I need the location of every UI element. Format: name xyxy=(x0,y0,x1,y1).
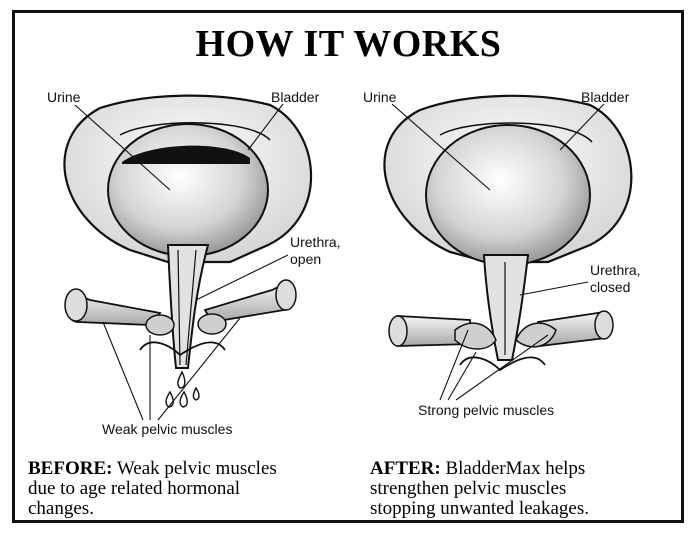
before-pelvic-muscle-right xyxy=(198,314,226,334)
after-label-urethra-line1: Urethra, xyxy=(590,262,641,279)
before-caption-line1: Weak pelvic muscles xyxy=(112,458,276,479)
after-label-urethra-line2: closed xyxy=(590,279,641,296)
after-label-bladder: Bladder xyxy=(581,89,629,106)
after-bladder xyxy=(426,125,590,265)
before-label-urine: Urine xyxy=(47,89,80,106)
before-label-bladder: Bladder xyxy=(271,89,319,106)
after-diagram xyxy=(384,96,631,400)
after-caption-line2: strengthen pelvic muscles xyxy=(370,479,675,499)
before-label-urethra-line2: open xyxy=(290,251,341,268)
after-label-muscles: Strong pelvic muscles xyxy=(418,402,554,419)
after-caption-heading: AFTER: xyxy=(370,458,441,479)
before-caption-line3: changes. xyxy=(28,499,363,519)
before-label-urethra-line1: Urethra, xyxy=(290,234,341,251)
after-pelvic-muscle-left xyxy=(455,323,496,349)
after-label-urethra: Urethra, closed xyxy=(590,262,641,296)
after-label-urine: Urine xyxy=(363,89,396,106)
before-diagram xyxy=(64,96,311,420)
before-label-muscles: Weak pelvic muscles xyxy=(102,421,232,438)
before-label-urethra: Urethra, open xyxy=(290,234,341,268)
before-bladder xyxy=(108,124,268,256)
after-caption-line3: stopping unwanted leakages. xyxy=(370,499,675,519)
after-caption: AFTER: BladderMax helps strengthen pelvi… xyxy=(370,459,675,519)
before-caption-heading: BEFORE: xyxy=(28,458,112,479)
before-leak-drop-1 xyxy=(178,372,185,388)
after-caption-line1: BladderMax helps xyxy=(441,458,586,479)
before-caption-line2: due to age related hormonal xyxy=(28,479,363,499)
before-pelvic-muscle-left xyxy=(146,315,174,335)
before-caption: BEFORE: Weak pelvic muscles due to age r… xyxy=(28,459,363,519)
before-leak-drop-3 xyxy=(180,392,187,407)
